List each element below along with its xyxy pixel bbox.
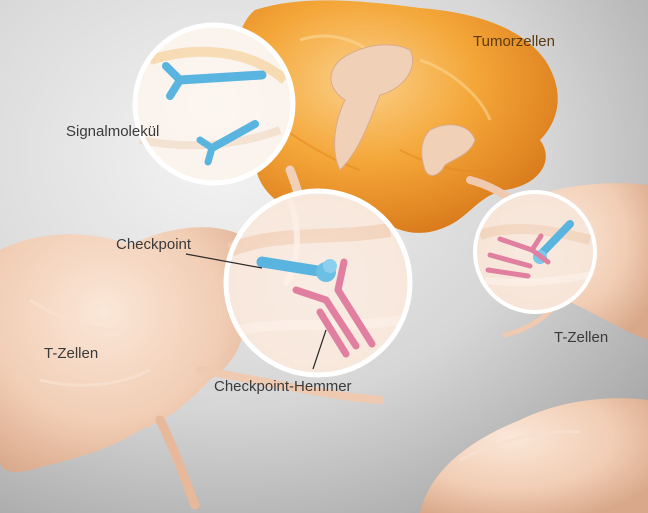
lens-signal-molecule [135, 25, 293, 183]
label-t-cells-right: T-Zellen [554, 330, 608, 345]
label-checkpoint-inhibitor: Checkpoint-Hemmer [214, 379, 352, 394]
lens-right [475, 192, 595, 312]
lens-checkpoint [226, 191, 410, 375]
label-t-cells-left: T-Zellen [44, 346, 98, 361]
label-tumor-cells: Tumorzellen [473, 34, 555, 49]
label-signal-molecule: Signalmolekül [66, 124, 159, 139]
label-checkpoint: Checkpoint [116, 237, 191, 252]
